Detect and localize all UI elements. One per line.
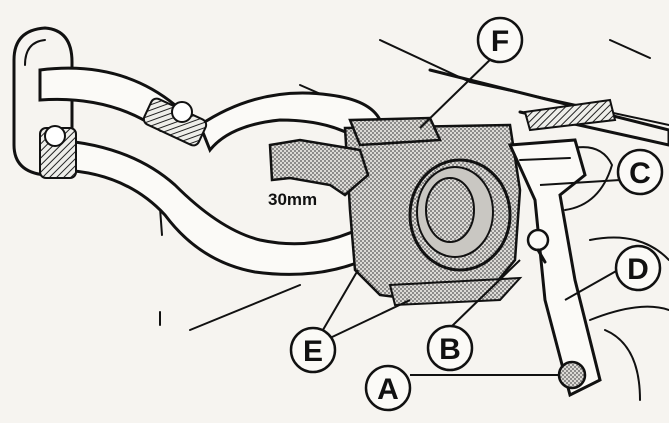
callout-B: B: [426, 324, 474, 372]
dimension-label: 30mm: [268, 190, 317, 209]
hose-clamp-left: [39, 125, 77, 179]
callout-C-label: C: [629, 157, 651, 190]
callout-D: D: [614, 244, 662, 292]
callout-E-label: E: [303, 335, 323, 368]
hose-upper: [38, 66, 382, 153]
hose-clamp-upper: [142, 97, 208, 147]
callout-F: F: [476, 16, 524, 64]
dimension-arrow: [268, 138, 370, 197]
callout-B-label: B: [439, 333, 461, 366]
frame-outline: [159, 39, 669, 401]
callout-C: C: [616, 148, 664, 196]
callout-E: E: [289, 326, 337, 374]
callout-A-label: A: [377, 373, 399, 406]
heater-unit: [343, 116, 523, 307]
callout-D-label: D: [627, 253, 649, 286]
callout-F-label: F: [491, 25, 509, 58]
callout-A: A: [364, 364, 412, 412]
mounting-bracket: [507, 138, 602, 398]
leader-lines: [319, 51, 621, 376]
